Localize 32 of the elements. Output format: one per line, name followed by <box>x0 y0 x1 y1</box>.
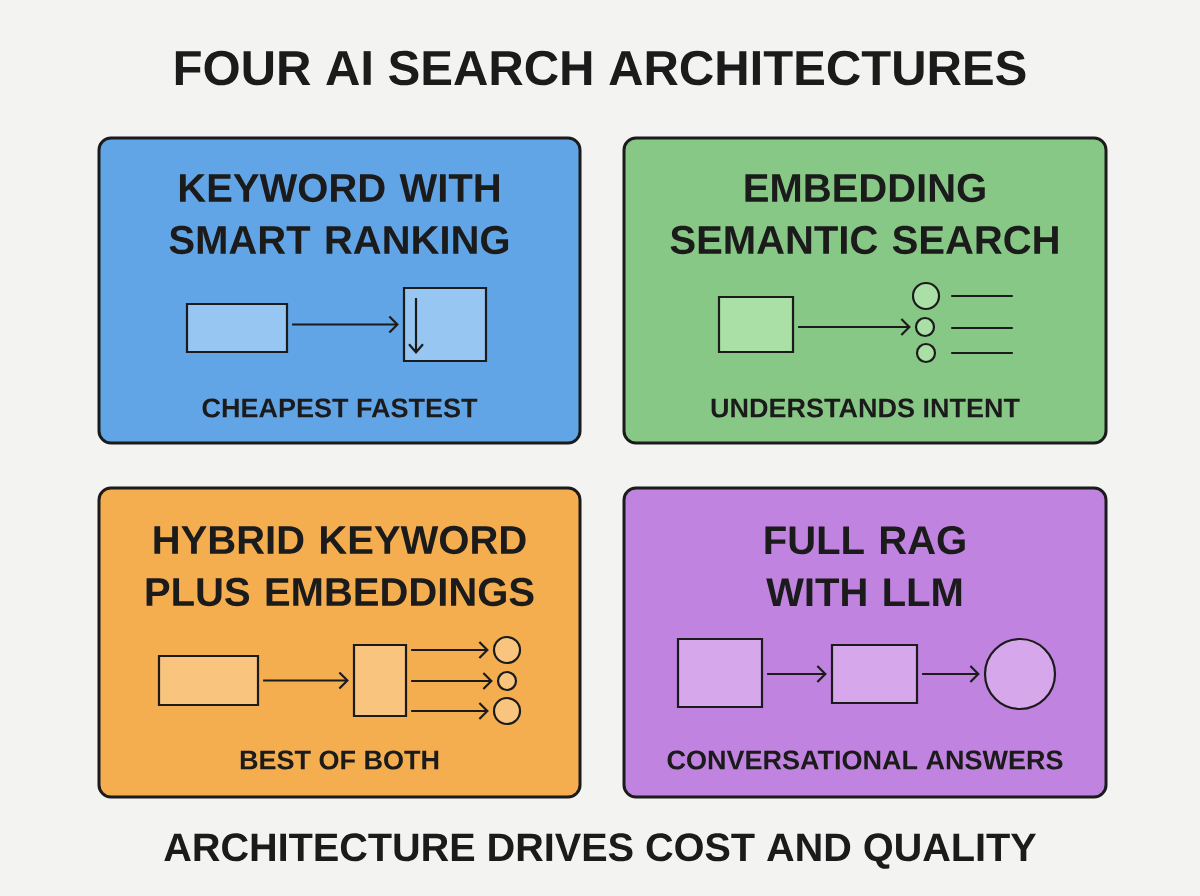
circle-node <box>915 342 937 364</box>
process-box <box>185 302 289 354</box>
process-box <box>830 643 919 705</box>
arrow <box>292 315 399 334</box>
arrow <box>411 702 489 720</box>
process-box <box>717 295 795 354</box>
process-box <box>157 654 260 707</box>
panel-heading: FULL RAG WITH LLM <box>765 526 965 606</box>
circle-node <box>492 696 522 726</box>
circle-node <box>911 281 941 311</box>
panel-tagline: BEST OF BOTH <box>240 750 439 770</box>
caption: ARCHITECTURE DRIVES COST AND QUALITY <box>164 833 1036 869</box>
arrow <box>798 318 911 336</box>
title: FOUR AI SEARCH ARCHITECTURES <box>175 50 1026 86</box>
arrow <box>411 641 489 659</box>
arrow <box>411 672 493 690</box>
panel-heading: KEYWORD WITH SMART RANKING <box>169 173 509 255</box>
panel-tagline: CHEAPEST FASTEST <box>202 398 478 418</box>
panel-tagline: UNDERSTANDS INTENT <box>711 398 1020 418</box>
arrow <box>263 671 349 690</box>
process-box <box>676 637 764 709</box>
process-box <box>402 286 488 363</box>
circle-node <box>983 637 1057 711</box>
panel-heading: HYBRID KEYWORD PLUS EMBEDDINGS <box>146 525 534 607</box>
arrow <box>767 665 827 683</box>
process-box <box>352 643 408 718</box>
circle-node <box>496 670 518 692</box>
circle-node <box>492 635 522 665</box>
circle-node <box>914 316 936 338</box>
panel-tagline: CONVERSATIONAL ANSWERS <box>667 750 1063 770</box>
panel-heading: EMBEDDING SEMANTIC SEARCH <box>670 173 1058 255</box>
arrow <box>922 665 980 683</box>
